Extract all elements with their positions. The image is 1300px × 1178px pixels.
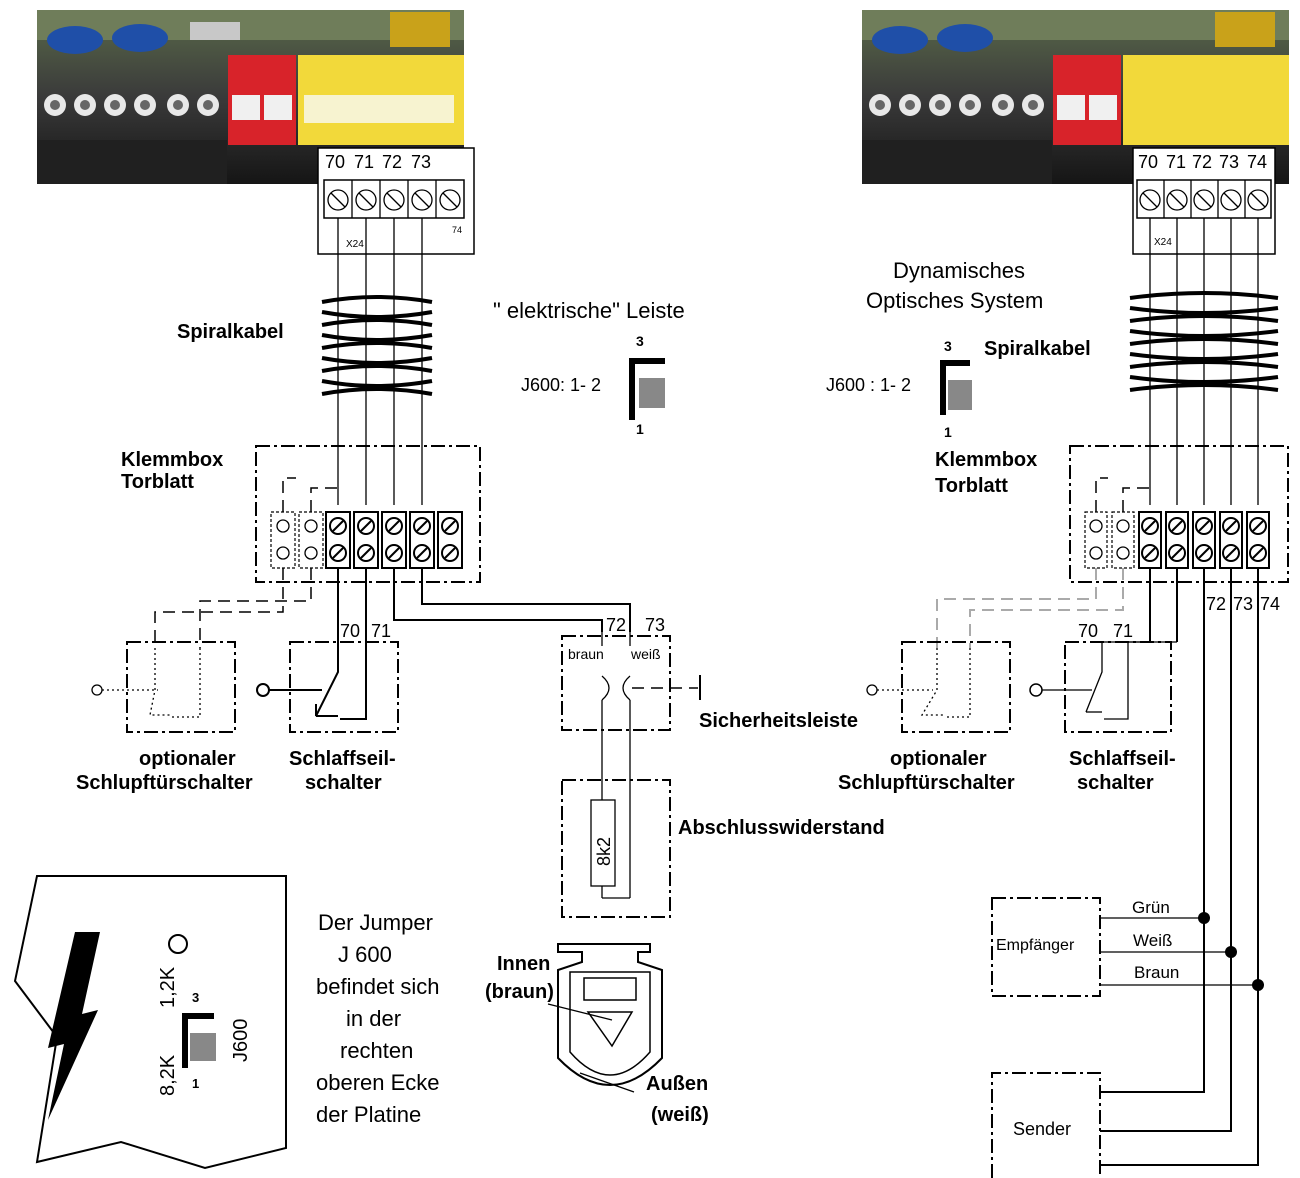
spiral-cable-right: [1129, 291, 1279, 392]
svg-text:1: 1: [636, 421, 644, 437]
optical-system-heading-1: Dynamisches: [893, 258, 1025, 283]
svg-text:Schlaffseil-: Schlaffseil-: [1069, 748, 1176, 770]
svg-text:Schlupftürschalter: Schlupftürschalter: [838, 772, 1015, 794]
safety-strip: 72 73 braun weiß Sicherheitsleiste: [561, 615, 858, 898]
pcb-board-fragment: 1,2K 8,2K J600 3 1: [13, 875, 287, 1170]
svg-text:73: 73: [1219, 152, 1239, 172]
klemmbox-right: [1069, 445, 1289, 583]
terminal-num-71: 71: [354, 152, 374, 172]
svg-text:8,2K: 8,2K: [157, 1054, 179, 1096]
wires-below-left: [154, 568, 631, 648]
jumper-note: Der Jumper J 600 befindet sich in der re…: [316, 910, 440, 1127]
sender: Sender: [991, 1072, 1101, 1178]
torblatt-label-left: Torblatt: [121, 471, 194, 493]
svg-text:J 600: J 600: [338, 942, 392, 967]
svg-text:X24: X24: [1154, 237, 1172, 248]
svg-text:3: 3: [636, 333, 644, 349]
svg-text:weiß: weiß: [630, 646, 661, 662]
terminal-num-72: 72: [382, 152, 402, 172]
svg-text:1: 1: [944, 424, 952, 440]
svg-text:befindet sich: befindet sich: [316, 974, 440, 999]
svg-text:Sender: Sender: [1013, 1119, 1071, 1139]
optical-system-heading-2: Optisches System: [866, 288, 1043, 313]
terminal-74-label: 74: [452, 225, 462, 235]
svg-text:Abschlusswiderstand: Abschlusswiderstand: [678, 817, 885, 839]
klemmbox-label-left: Klemmbox: [121, 449, 223, 471]
svg-text:74: 74: [1247, 152, 1267, 172]
slack-rope-switch-right: 70 71 Schlaffseil- schalter: [1029, 621, 1177, 794]
svg-text:Schlupftürschalter: Schlupftürschalter: [76, 772, 253, 794]
strip-profile: Innen (braun) Außen (weiß): [485, 943, 709, 1126]
svg-text:72: 72: [1206, 594, 1226, 614]
optional-door-switch-left: optionaler Schlupftürschalter: [76, 641, 253, 794]
klemmbox-label-right: Klemmbox: [935, 449, 1037, 471]
svg-text:Der Jumper: Der Jumper: [318, 910, 433, 935]
klemmbox-left: [255, 445, 481, 583]
svg-text:Schlaffseil-: Schlaffseil-: [289, 748, 396, 770]
svg-text:J600: J600: [230, 1019, 252, 1062]
klemmbox-terminals-right: [1084, 477, 1270, 569]
slack-rope-switch-left: 70 71 Schlaffseil- schalter: [256, 621, 399, 794]
svg-text:(braun): (braun): [485, 981, 554, 1003]
svg-text:70: 70: [1138, 152, 1158, 172]
terminal-block-left: 70 71 72 73 X24 74: [317, 147, 475, 255]
svg-text:Braun: Braun: [1134, 963, 1179, 982]
svg-text:71: 71: [371, 621, 391, 641]
svg-text:1,2K: 1,2K: [157, 966, 179, 1008]
svg-text:70: 70: [340, 621, 360, 641]
svg-text:70: 70: [1078, 621, 1098, 641]
svg-text:Innen: Innen: [497, 953, 550, 975]
svg-text:optionaler: optionaler: [139, 748, 236, 770]
terminating-resistor: 8k2 Abschlusswiderstand: [561, 779, 885, 918]
spiral-cable-left: [321, 295, 433, 396]
svg-text:72: 72: [1192, 152, 1212, 172]
electric-strip-heading: " elektrische" Leiste: [493, 298, 685, 323]
jumper-left: J600: 1- 2 3 1: [521, 333, 665, 437]
svg-text:8k2: 8k2: [594, 837, 614, 866]
svg-text:73: 73: [1233, 594, 1253, 614]
lightning-icon: [48, 932, 100, 1120]
svg-text:Sicherheitsleiste: Sicherheitsleiste: [699, 710, 858, 732]
spiralkabel-label-left: Spiralkabel: [177, 321, 284, 343]
svg-text:schalter: schalter: [305, 772, 382, 794]
svg-text:72: 72: [606, 615, 626, 635]
svg-text:oberen Ecke: oberen Ecke: [316, 1070, 440, 1095]
svg-text:Empfänger: Empfänger: [996, 937, 1075, 954]
svg-text:schalter: schalter: [1077, 772, 1154, 794]
svg-text:71: 71: [1113, 621, 1133, 641]
optional-door-switch-right: optionaler Schlupftürschalter: [838, 641, 1015, 794]
svg-text:Außen: Außen: [646, 1073, 708, 1095]
svg-text:Weiß: Weiß: [1133, 931, 1172, 950]
svg-text:Grün: Grün: [1132, 898, 1170, 917]
svg-text:der Platine: der Platine: [316, 1102, 421, 1127]
terminal-num-70: 70: [325, 152, 345, 172]
svg-text:74: 74: [1260, 594, 1280, 614]
svg-text:3: 3: [944, 338, 952, 354]
svg-text:(weiß): (weiß): [651, 1104, 709, 1126]
svg-text:1: 1: [192, 1076, 199, 1091]
svg-text:braun: braun: [568, 646, 604, 662]
pcb-photo-left: [37, 10, 464, 184]
spiralkabel-label-right: Spiralkabel: [984, 338, 1091, 360]
svg-text:73: 73: [645, 615, 665, 635]
x24-label: X24: [346, 239, 364, 250]
jumper-right: J600 : 1- 2 3 1: [826, 338, 972, 440]
svg-text:optionaler: optionaler: [890, 748, 987, 770]
terminal-num-73: 73: [411, 152, 431, 172]
wires-below-right: 72 73 74: [936, 568, 1280, 1166]
svg-text:71: 71: [1166, 152, 1186, 172]
svg-text:3: 3: [192, 990, 199, 1005]
receiver: Empfänger Grün Weiß Braun: [991, 897, 1264, 997]
svg-text:rechten: rechten: [340, 1038, 413, 1063]
pcb-photo-right: [862, 10, 1289, 184]
svg-text:J600 : 1- 2: J600 : 1- 2: [826, 375, 911, 395]
svg-text:in der: in der: [346, 1006, 401, 1031]
torblatt-label-right: Torblatt: [935, 475, 1008, 497]
svg-text:J600: 1- 2: J600: 1- 2: [521, 375, 601, 395]
